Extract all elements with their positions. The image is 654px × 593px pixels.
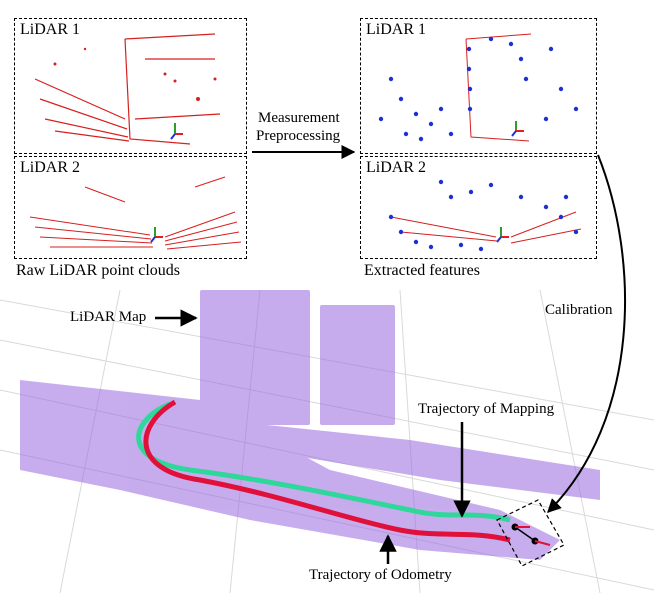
floor-grid [0,289,654,593]
trajectory-mapping-line [136,401,511,523]
feat-lidar1-axes-icon [511,121,524,137]
preprocess-label-line1: Measurement [258,110,340,126]
lidar-map-label: LiDAR Map [70,309,147,325]
feat-lidar2-axes-icon [496,227,509,243]
preprocess-label-line2: Preprocessing [256,128,341,144]
raw-lidar2-panel: LiDAR 2 [14,156,247,259]
raw-lidar2-pointcloud [29,176,242,250]
feat-lidar1-title: LiDAR 1 [366,21,426,38]
trajectory-odometry-label: Trajectory of Odometry [309,567,452,583]
raw-lidar2-title: LiDAR 2 [20,159,80,176]
raw-lidar1-panel: LiDAR 1 [14,18,247,154]
raw-lidar1-title: LiDAR 1 [20,21,80,38]
feat-lidar1-panel: LiDAR 1 [360,18,597,154]
feat-lidar2-panel: LiDAR 2 [360,156,597,259]
raw-caption: Raw LiDAR point clouds [16,262,180,279]
feat-lidar2-features [388,179,582,252]
calibration-label: Calibration [545,302,613,318]
raw-lidar1-pointcloud [34,33,221,145]
map-pointcloud [20,290,600,560]
feat-lidar2-title: LiDAR 2 [366,159,426,176]
trajectory-mapping-label: Trajectory of Mapping [418,401,555,417]
sensor-calibration-bracket [496,499,565,567]
features-caption: Extracted features [364,262,480,279]
raw-lidar1-axes-icon [170,123,183,140]
trajectory-odometry-line [143,399,511,543]
raw-lidar2-axes-icon [150,227,163,243]
feat-lidar1-features [378,33,579,142]
